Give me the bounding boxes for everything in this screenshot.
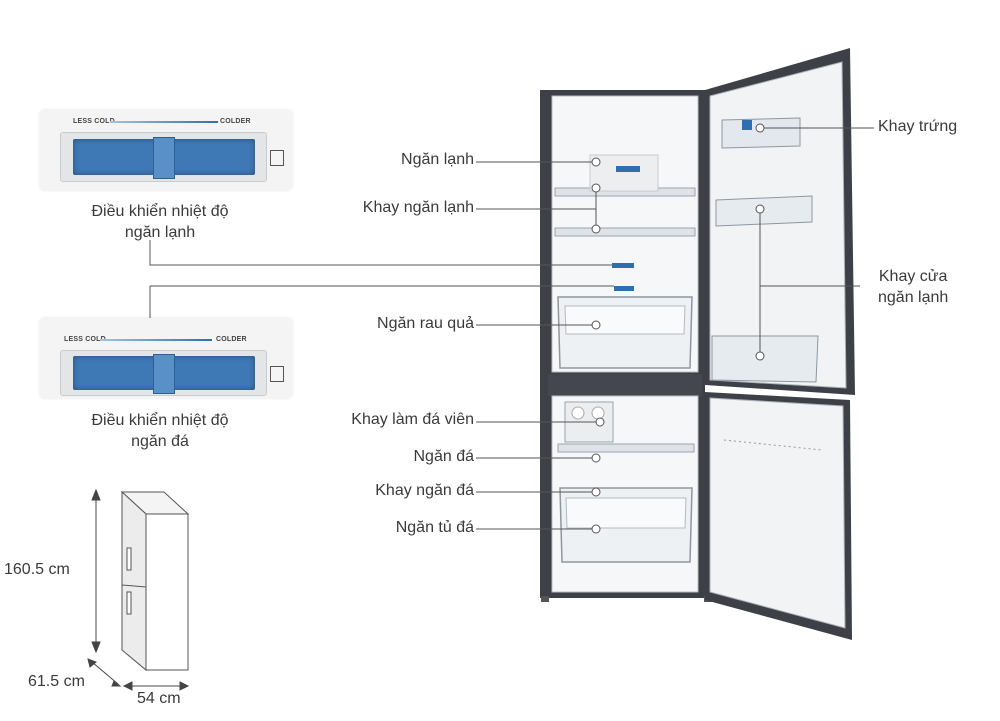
freezer-temperature-control-panel: LESS COLD COLDER [40, 318, 292, 398]
colder-label: COLDER [216, 336, 247, 343]
label-freezer: Ngăn đá [413, 448, 475, 465]
dial-housing [60, 350, 267, 396]
fridge-shelf-2 [554, 227, 696, 237]
dimension-width: 54 cm [137, 690, 181, 707]
label-freezer-drawer: Ngăn tủ đá [395, 519, 474, 536]
label-ice-maker: Khay làm đá viên [351, 411, 474, 428]
dial-knob[interactable] [153, 137, 175, 179]
fridge-control-caption: Điều khiển nhiệt độ ngăn lạnh [60, 201, 260, 243]
ice-tray-cup [591, 406, 605, 420]
ice-tray-cup [571, 406, 585, 420]
less-cold-label: LESS COLD [73, 118, 115, 125]
freezer-drawer-front [565, 497, 687, 529]
freezer-dial-marker [614, 286, 634, 291]
door-print-text [723, 439, 823, 451]
label-fridge-shelf: Khay ngăn lạnh [362, 199, 474, 216]
caption-line: ngăn đá [131, 433, 189, 450]
dimension-height: 160.5 cm [4, 561, 70, 578]
freezer-shelf [557, 443, 695, 453]
temperature-scale-bar [100, 339, 212, 341]
caption-line: ngăn lạnh [124, 224, 196, 241]
label-egg-tray: Khay trứng [878, 118, 958, 135]
label-door-tray: Khay cửa ngăn lạnh [878, 266, 948, 308]
fridge-icon [270, 150, 284, 166]
fridge-foot [541, 596, 549, 602]
label-line: ngăn lạnh [878, 289, 949, 306]
door-tray-2 [711, 335, 819, 383]
dial-housing [60, 132, 267, 182]
less-cold-label: LESS COLD [64, 336, 106, 343]
dimension-sketch [120, 490, 190, 672]
compartment-divider [548, 374, 702, 396]
label-vegetable-drawer: Ngăn rau quả [377, 315, 474, 332]
fridge-temperature-control-panel: LESS COLD COLDER [40, 110, 292, 190]
vegetable-drawer-front [564, 305, 686, 335]
leader-lines-right [755, 123, 874, 361]
freezer-door-inner [709, 397, 846, 629]
dimension-depth: 61.5 cm [28, 673, 85, 690]
fridge-dial-marker [612, 263, 634, 268]
label-freezer-shelf: Khay ngăn đá [375, 482, 474, 499]
temperature-scale-bar [110, 121, 218, 123]
control-leader-lines [149, 240, 614, 318]
label-line: Khay cửa [878, 268, 948, 285]
caption-line: Điều khiển nhiệt độ [91, 203, 229, 220]
egg-tray [721, 117, 801, 149]
egg-tray-clip [742, 120, 752, 130]
brand-badge [616, 166, 640, 172]
dial-knob[interactable] [153, 354, 175, 394]
leader-lines-left [476, 157, 605, 534]
label-fridge-compartment: Ngăn lạnh [401, 151, 474, 168]
freezer-control-caption: Điều khiển nhiệt độ ngăn đá [60, 410, 260, 452]
freezer-icon [270, 366, 284, 382]
dimension-arrows [87, 488, 190, 691]
fridge-control-box [589, 154, 659, 192]
caption-line: Điều khiển nhiệt độ [91, 412, 229, 429]
colder-label: COLDER [220, 118, 251, 125]
